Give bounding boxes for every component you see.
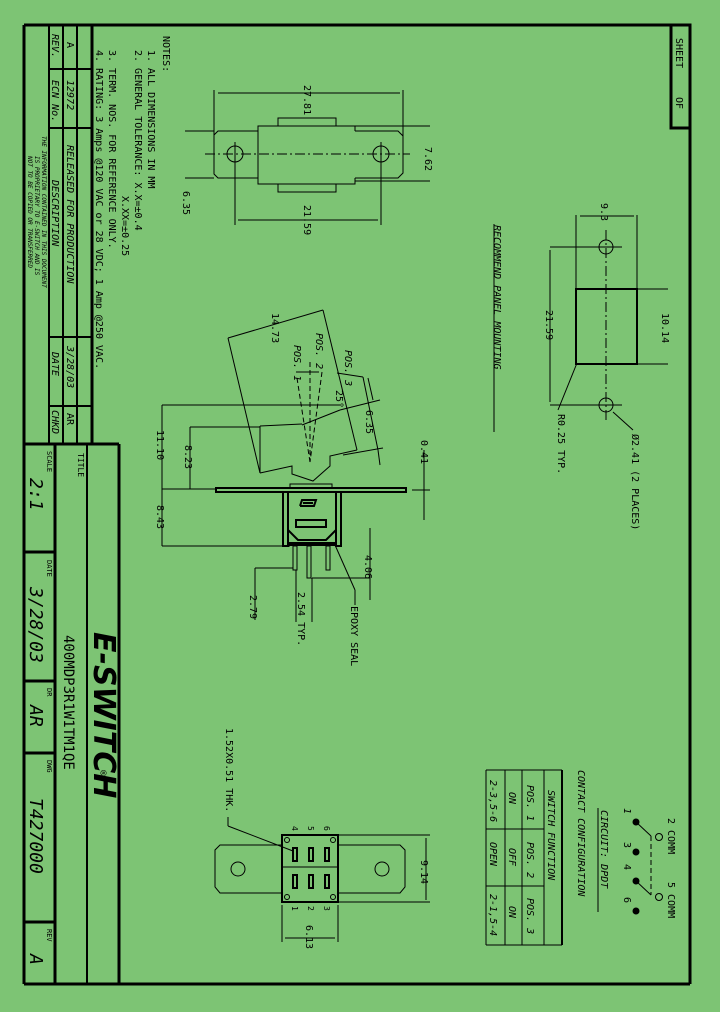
circuit-label: CIRCUIT: DPDT (598, 810, 609, 889)
note-3: 3. TERM. NOS. FOR REFERENCE ONLY. (106, 50, 117, 249)
notes: NOTES: 1. ALL DIMENSIONS IN MM 2. GENERA… (93, 36, 171, 369)
date-value-title: 3/28/03 (25, 586, 46, 663)
description-value: RELEASED FOR PRODUCTION (64, 145, 75, 284)
panel-mounting-heading: RECOMMEND PANEL MOUNTING (491, 225, 502, 370)
panel-mounting: RECOMMEND PANEL MOUNTING 9.3 10.14 21.59… (491, 203, 670, 530)
dim-tab: 6.35 (180, 191, 191, 215)
term6-label: 6 (621, 897, 632, 903)
notes-heading: NOTES: (160, 36, 171, 72)
col-pos1: POS. 1 (524, 785, 535, 821)
sheet-label: SHEET (673, 38, 684, 68)
dim-width-93: 9.3 (598, 203, 609, 221)
dim-914: 9.14 (418, 860, 429, 884)
note-1: 1. ALL DIMENSIONS IN MM (145, 50, 156, 188)
note-2b: X.XX=±0.25 (119, 196, 130, 256)
connect-pos3: 2-1,5-4 (487, 894, 498, 936)
dim-613: 6.13 (303, 925, 314, 949)
dr-value: AR (25, 704, 46, 727)
pos3-label: POS. 3 (342, 350, 353, 386)
rev-label-title: REV (45, 929, 53, 942)
registered-mark: ® (97, 770, 108, 777)
state-pos2: OFF (506, 848, 517, 867)
chkd-value: AR (64, 413, 75, 426)
bottom-view: 1.52X0.51 THK. 9.14 6.13 4 5 6 1 2 3 (214, 728, 430, 949)
term4-label: 4 (621, 864, 632, 870)
dim-cutout-1014: 10.14 (659, 313, 670, 343)
proprietary-line-1: THE INFORMATION CONTAINED IN THIS DOCUME… (40, 136, 47, 288)
note-4: 4. RATING: 3 Amps @120 VAC or 28 VDC; 1 … (93, 50, 104, 369)
col-pos2: POS. 2 (524, 842, 535, 878)
revision-block: A 12972 RELEASED FOR PRODUCTION 3/28/03 … (24, 25, 119, 446)
dim-635-side: 6.35 (363, 410, 374, 434)
hole-dia-label: Ø2.41 (2 PLACES) (629, 434, 641, 530)
sheet-box: SHEET OF (669, 23, 692, 130)
terminal-5: 5 (306, 826, 315, 831)
proprietary-line-3: NOT TO BE COPIED OR TRANSFERRED (26, 155, 33, 268)
comm2-label: 2 COMM (665, 818, 676, 854)
rev-header: REV. (49, 34, 60, 58)
terminal-1: 1 (290, 906, 299, 911)
top-view: 27.81 21.59 7.62 6.35 (180, 85, 433, 235)
dim-holes-2159: 21.59 (543, 310, 554, 340)
dim-height: 7.62 (422, 147, 433, 171)
chkd-header: CHKD (49, 410, 60, 434)
term3-label: 3 (621, 842, 632, 848)
dwg-label: DWG (45, 760, 53, 773)
pos1-label: POS. 1 (291, 345, 302, 381)
angle-label: 25° (333, 390, 344, 408)
terminal-2: 2 (306, 906, 315, 911)
terminal-note: 1.52X0.51 THK. (223, 728, 234, 812)
date-header: DATE (49, 351, 60, 376)
contact-configuration: CONTACT CONFIGURATION CIRCUIT: DPDT 2 CO… (485, 769, 676, 946)
col-pos3: POS. 3 (524, 898, 535, 934)
dim-actuator: 14.73 (269, 313, 280, 343)
ecn-value: 12972 (64, 80, 75, 110)
comm5-label: 5 COMM (665, 882, 676, 918)
ecn-header: ECN No. (49, 80, 60, 122)
date-label: DATE (45, 560, 53, 577)
scale-label: SCALE (45, 451, 53, 472)
terminal-6: 6 (322, 826, 331, 831)
note-2: 2. GENERAL TOLERANCE: X.X=±0.4 (132, 50, 143, 231)
term1-label: 1 (621, 808, 632, 814)
dim-823: 8.23 (182, 445, 193, 469)
side-view: 14.73 POS. 1 POS. 2 POS. 3 25° 6.35 0.41… (154, 309, 430, 666)
dwg-value: T427000 (25, 798, 46, 874)
proprietary-line-2: IS PROPRIETARY TO E-SWITCH AND IS (33, 156, 40, 276)
title-block: TITLE 400MDP3R1W1TM1QE E-SWITCH ® SCALE … (24, 444, 121, 984)
state-pos1: ON (506, 792, 517, 805)
title-value: 400MDP3R1W1TM1QE (60, 635, 76, 770)
drawing-frame (22, 23, 692, 986)
date-value: 3/28/03 (64, 345, 75, 388)
radius-label: R0.25 TYP. (555, 414, 566, 474)
terminal-3: 3 (322, 906, 331, 911)
connect-pos1: 2-3,5-6 (487, 780, 498, 822)
epoxy-seal-label: EPOXY SEAL (348, 606, 359, 666)
dr-label: DR (45, 688, 53, 697)
title-label: TITLE (76, 453, 85, 477)
terminal-4: 4 (290, 826, 299, 831)
dim-1110: 11.10 (154, 430, 165, 460)
connect-pos2: OPEN (487, 842, 498, 867)
pos2-label: POS. 2 (313, 333, 324, 369)
rev-value: A (64, 42, 75, 48)
dim-843: 8.43 (154, 505, 165, 529)
dim-overall: 27.81 (301, 85, 312, 115)
of-label: OF (673, 97, 684, 109)
scale-value: 2:1 (25, 478, 46, 511)
switch-function-heading: SWITCH FUNCTION (545, 790, 556, 881)
description-header: DESCRIPTION (49, 179, 60, 247)
e-switch-logo: E-SWITCH (86, 632, 121, 798)
dim-holes: 21.59 (301, 205, 312, 235)
dim-041: 0.41 (418, 440, 429, 464)
state-pos3: ON (506, 906, 517, 919)
dim-pitch: 2.54 TYP. (295, 592, 306, 646)
rev-value-title: A (25, 953, 46, 965)
dim-406: 4.06 (362, 555, 373, 579)
contact-config-heading: CONTACT CONFIGURATION (575, 770, 586, 897)
dim-279: 2.79 (247, 595, 258, 619)
